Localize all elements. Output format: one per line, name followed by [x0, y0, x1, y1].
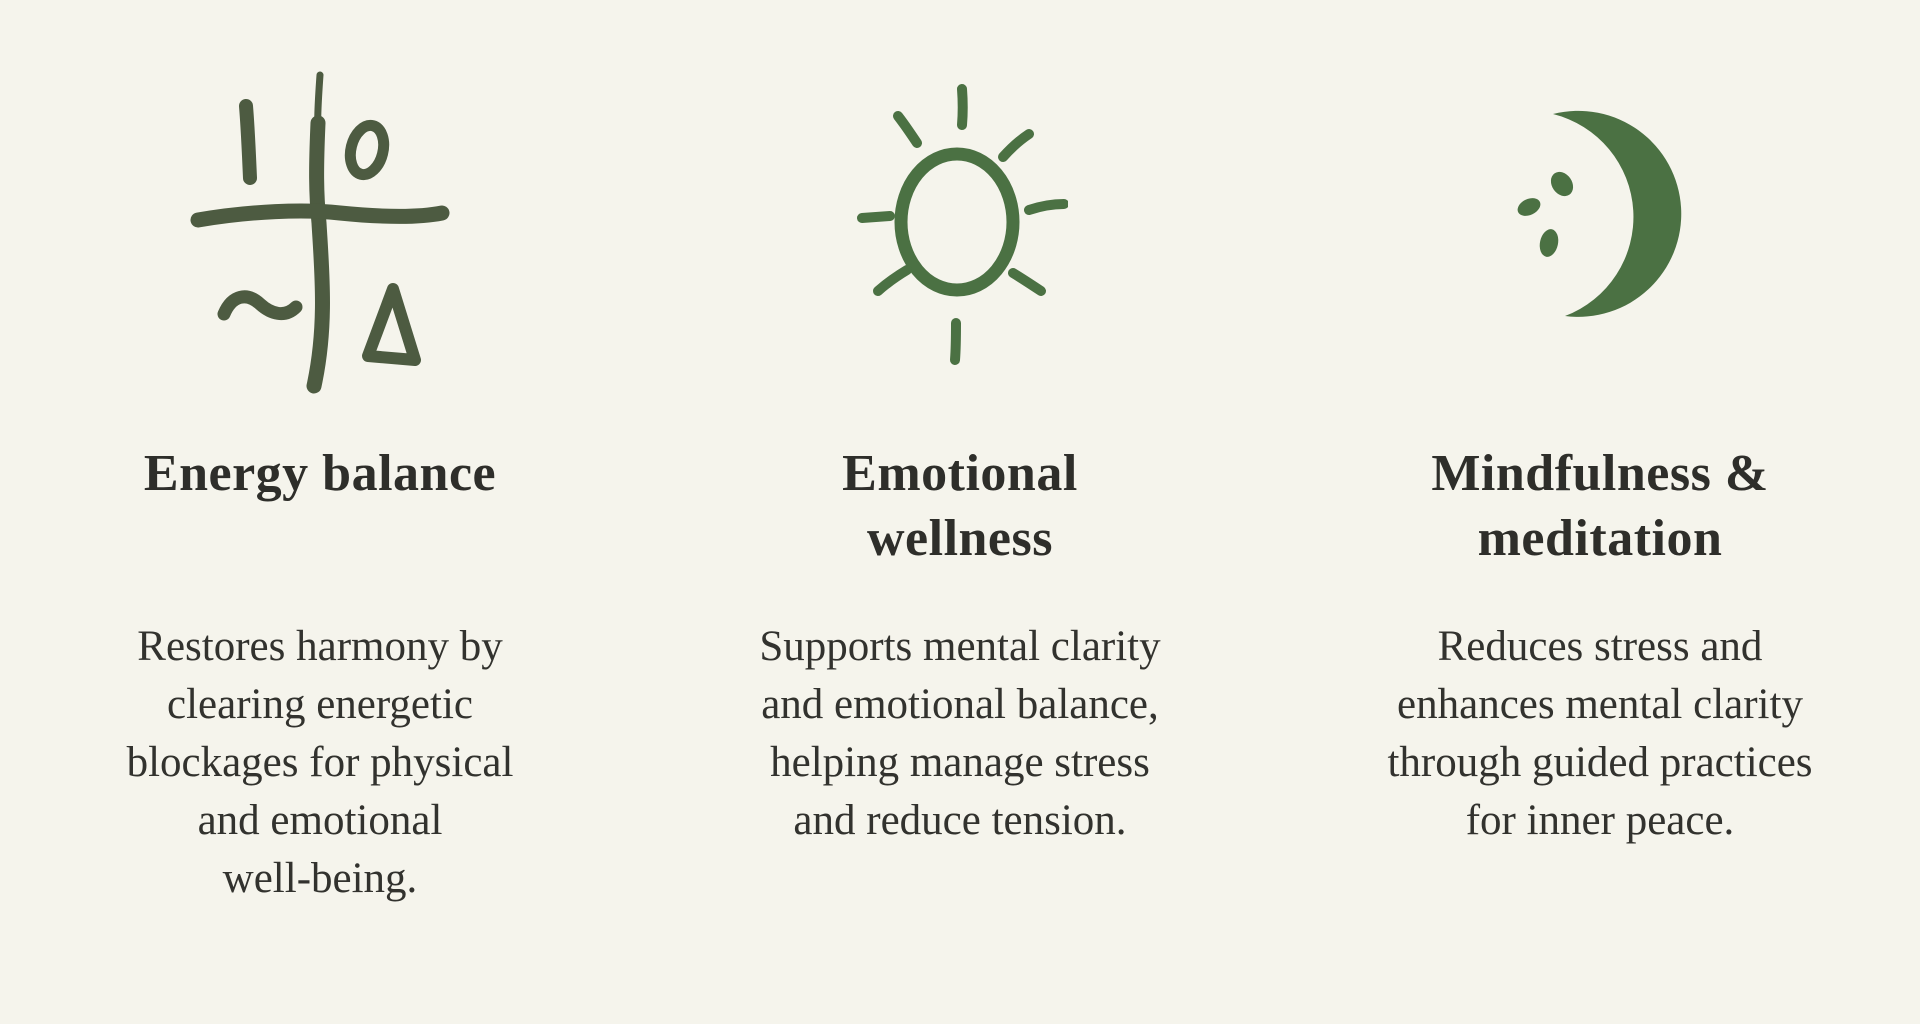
- feature-icon-box: [640, 55, 1280, 435]
- feature-mindfulness-meditation: Mindfulness & meditation Reduces stress …: [1280, 0, 1920, 1024]
- feature-description: Restores harmony by clearing energetic b…: [126, 623, 514, 902]
- feature-icon-box: [0, 55, 640, 435]
- feature-description: Reduces stress and enhances mental clari…: [1387, 623, 1813, 844]
- feature-title: Energy balance: [143, 445, 497, 502]
- feature-title: Emotional wellness: [842, 445, 1078, 567]
- energy-balance-symbol-icon: [190, 71, 450, 394]
- feature-description: Supports mental clarity and emotional ba…: [759, 623, 1161, 844]
- sun-icon: [856, 84, 1068, 365]
- feature-energy-balance: Energy balance Restores harmony by clear…: [0, 0, 640, 1024]
- feature-emotional-wellness: Emotional wellness Supports mental clari…: [640, 0, 1280, 1024]
- crescent-moon-icon: [1517, 110, 1681, 317]
- feature-icon-box: [1280, 55, 1920, 435]
- feature-title: Mindfulness & meditation: [1431, 445, 1769, 567]
